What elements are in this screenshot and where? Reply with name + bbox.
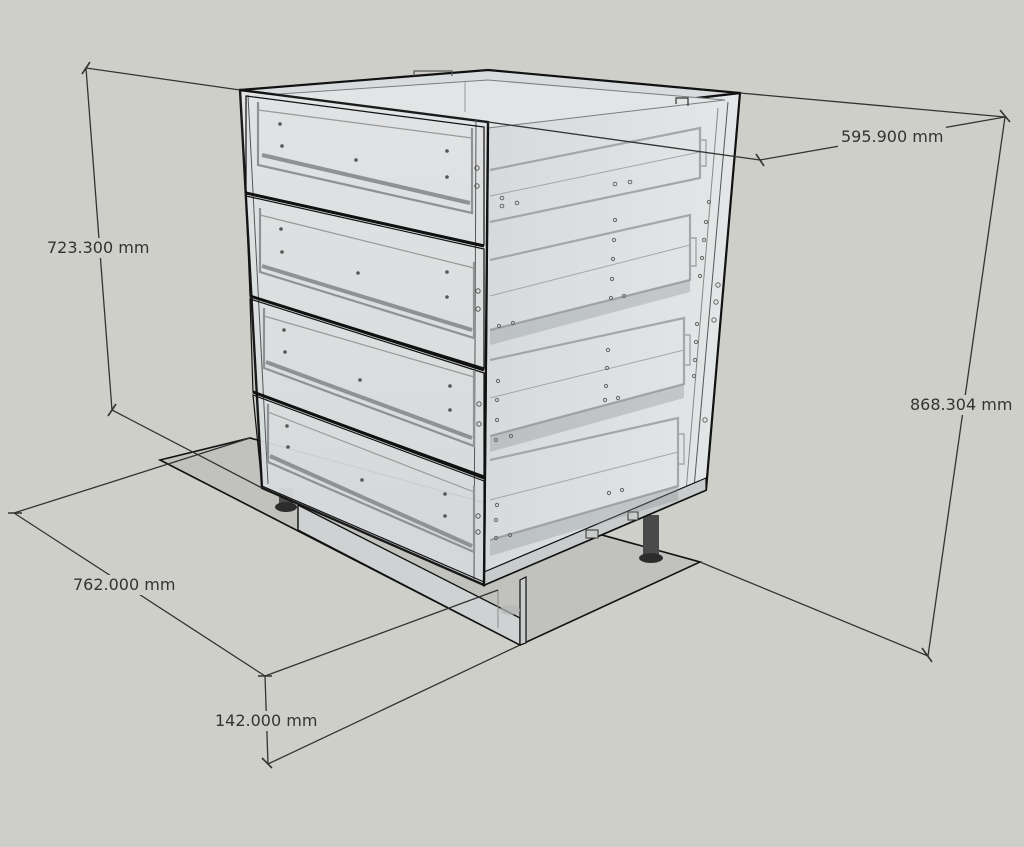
drawer-bottom-shading xyxy=(490,280,690,556)
dimension-carcass-height[interactable] xyxy=(81,61,263,489)
side-panel-holes xyxy=(493,179,721,541)
drawer-front-3[interactable] xyxy=(249,298,485,480)
drawer-front-4[interactable] xyxy=(252,394,485,583)
drawer-boxes-internal xyxy=(489,126,707,542)
drawer-front-1[interactable] xyxy=(245,95,485,248)
dimension-label-depth-bottom: 762.000 mm xyxy=(70,575,179,595)
dimension-label-depth-top: 595.900 mm xyxy=(838,127,947,147)
cabinet-top xyxy=(239,68,741,129)
dimension-label-plinth-height: 142.000 mm xyxy=(212,711,321,731)
leg-back-right xyxy=(639,515,663,563)
dimension-depth-top[interactable] xyxy=(487,92,1011,167)
dimension-label-total-height: 868.304 mm xyxy=(907,395,1016,415)
drawer-front-2[interactable] xyxy=(245,195,485,372)
dimension-total-height[interactable] xyxy=(699,116,1006,663)
cabinet-side-panel xyxy=(482,91,742,587)
dimension-label-carcass-height: 723.300 mm xyxy=(44,238,153,258)
dimension-lines xyxy=(8,61,1011,769)
